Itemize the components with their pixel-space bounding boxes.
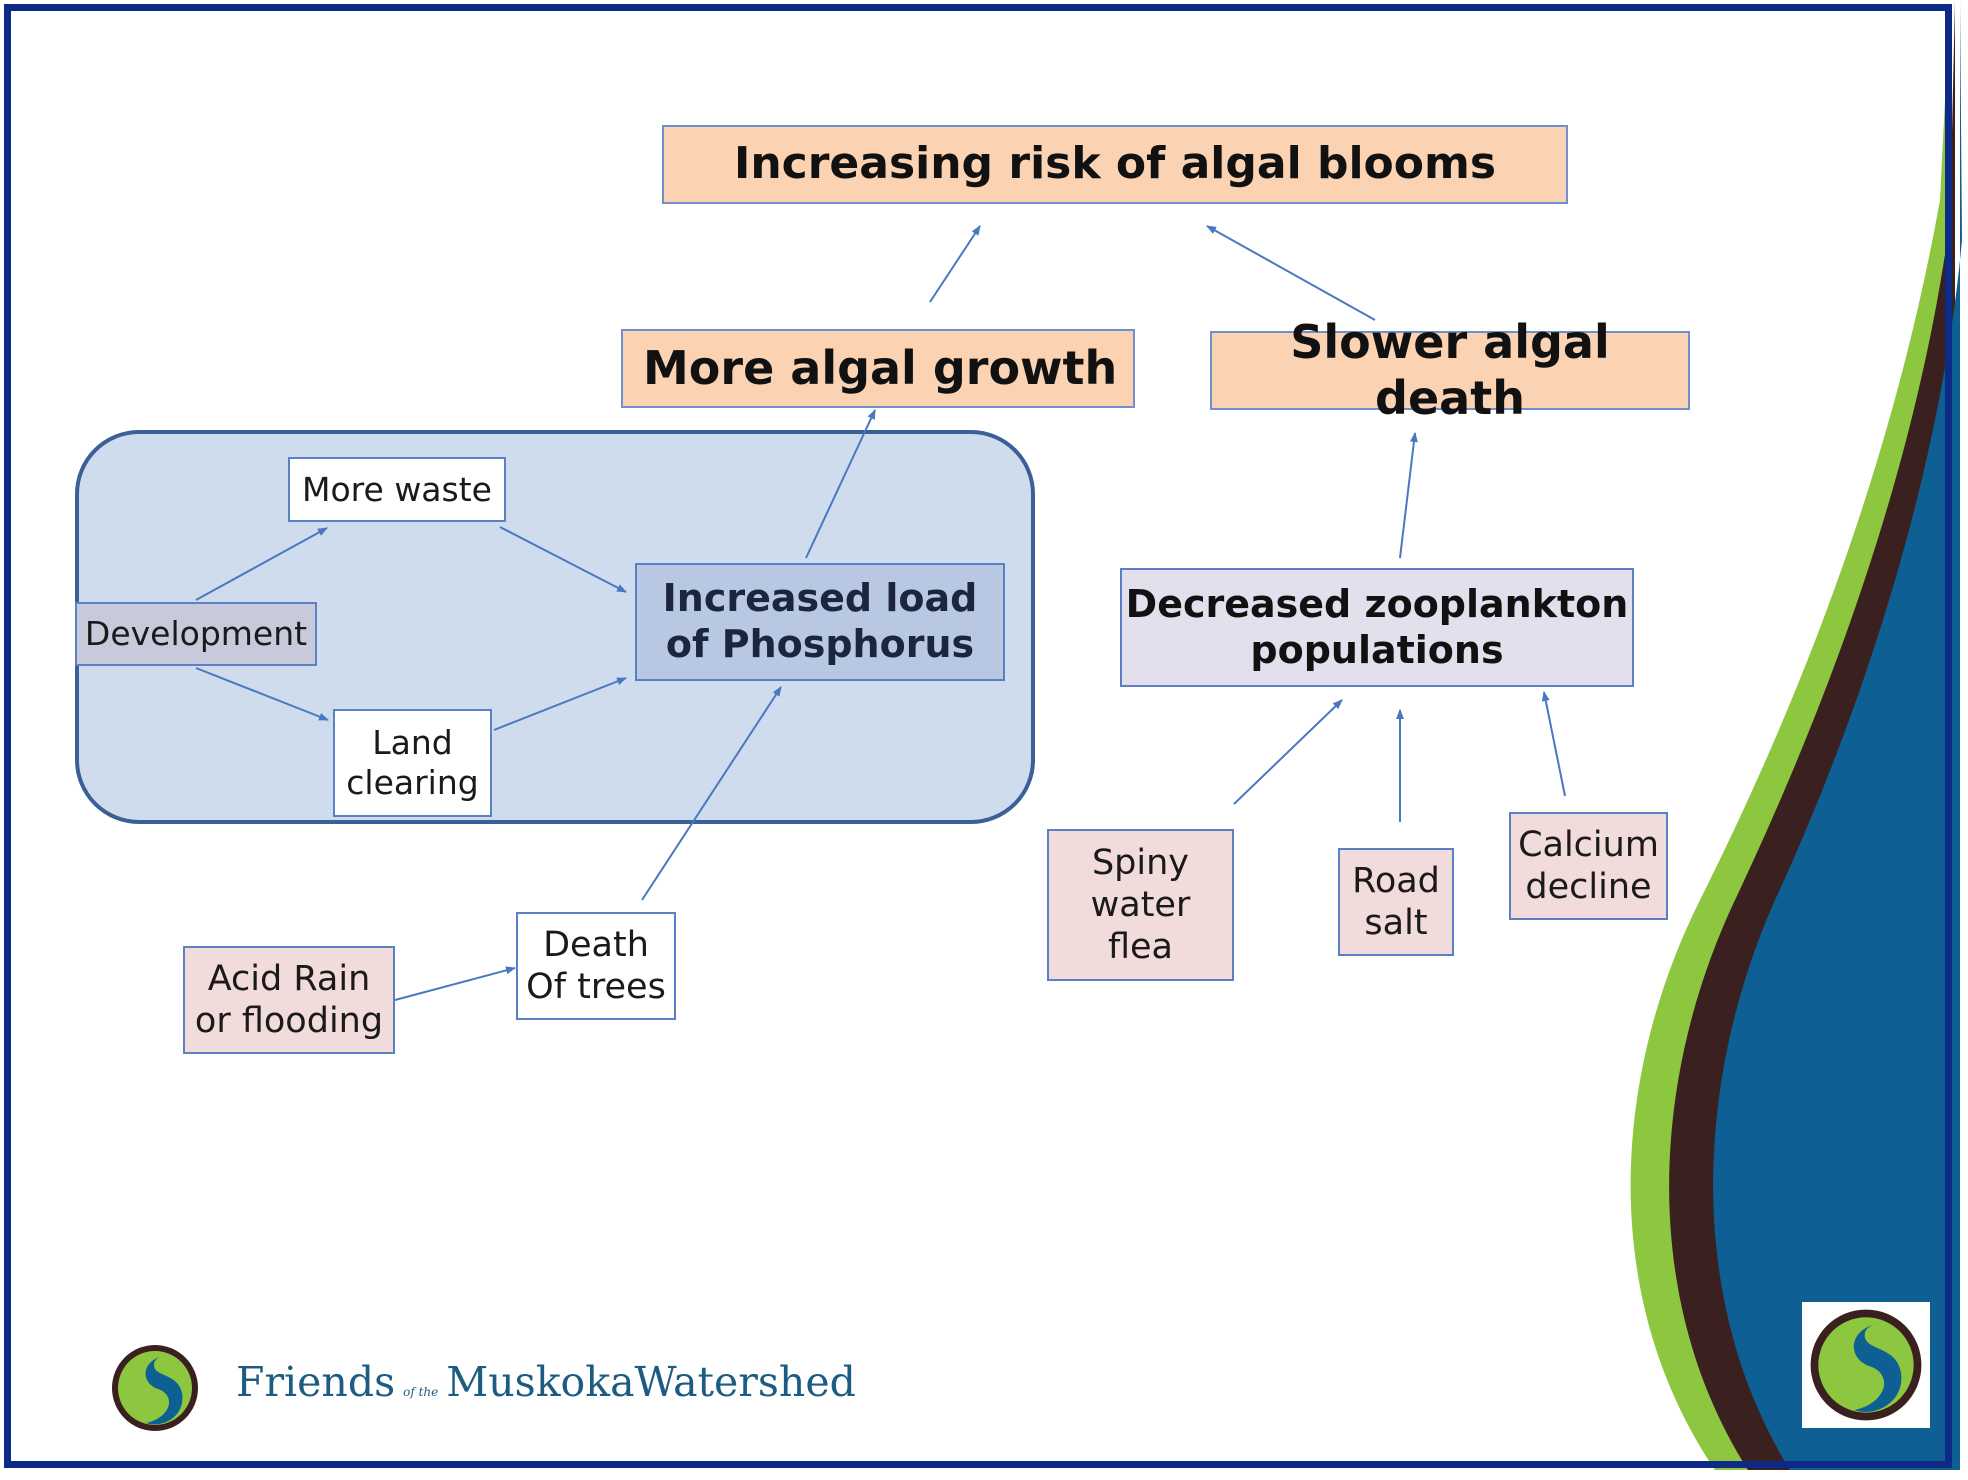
road-salt-label: Road salt: [1352, 861, 1440, 943]
more-growth-box: More algal growth: [621, 329, 1135, 408]
arrow-calcium-to-zoo: [1541, 691, 1566, 797]
arrow-waste-to-load: [499, 526, 627, 593]
brand-of: of the: [403, 1385, 439, 1399]
arrow-spiny-to-zoo: [1233, 699, 1343, 805]
arrow-growth-to-risk: [929, 225, 981, 303]
increasing-risk-box: Increasing risk of algal blooms: [662, 125, 1568, 204]
development-label: Development: [84, 614, 308, 654]
decreased-zooplankton-box: Decreased zooplankton populations: [1120, 568, 1634, 687]
logo-icon-corner: [1810, 1309, 1922, 1421]
logo-icon: [112, 1345, 198, 1431]
increased-load-box: Increased load of Phosphorus: [635, 563, 1005, 681]
arrow-death-to-risk: [1206, 225, 1376, 321]
slower-death-box: Slower algal death: [1210, 315, 1690, 425]
arrow-load-to-growth: [805, 409, 876, 559]
calcium-decline-box: Calcium decline: [1509, 812, 1668, 920]
slower-death-label: Slower algal death: [1290, 315, 1610, 425]
land-clearing-box: Land clearing: [333, 709, 492, 817]
death-of-trees-box: Death Of trees: [516, 912, 676, 1020]
arrow-trees-to-load: [641, 686, 782, 901]
brand-wordmark: Friends of the MuskokaWatershed: [236, 1358, 856, 1406]
more-waste-label: More waste: [302, 469, 492, 509]
acid-rain-box: Acid Rain or flooding: [183, 946, 395, 1054]
increasing-risk-label: Increasing risk of algal blooms: [733, 138, 1497, 190]
spiny-water-flea-box: Spiny water flea: [1047, 829, 1234, 981]
spiny-water-flea-label: Spiny water flea: [1090, 843, 1191, 967]
brand-name: MuskokaWatershed: [446, 1358, 856, 1406]
arrow-acid-to-trees: [394, 966, 516, 1001]
calcium-decline-label: Calcium decline: [1518, 825, 1659, 907]
development-box: Development: [75, 602, 317, 666]
acid-rain-label: Acid Rain or flooding: [194, 959, 384, 1041]
death-of-trees-label: Death Of trees: [526, 925, 666, 1007]
arrow-dev-to-land: [195, 667, 329, 721]
more-waste-box: More waste: [288, 457, 506, 522]
wave-blue: [1713, 0, 1962, 1470]
arrow-zoo-to-death: [1399, 432, 1418, 559]
decreased-zooplankton-label: Decreased zooplankton populations: [1125, 581, 1629, 672]
road-salt-box: Road salt: [1338, 848, 1454, 956]
arrow-land-to-load: [493, 677, 627, 731]
increased-load-label: Increased load of Phosphorus: [662, 576, 978, 666]
arrow-dev-to-waste: [195, 527, 328, 601]
logo-corner-container: [1802, 1302, 1930, 1428]
land-clearing-label: Land clearing: [346, 723, 479, 802]
brand-friends: Friends: [236, 1358, 396, 1406]
more-growth-label: More algal growth: [643, 340, 1118, 395]
